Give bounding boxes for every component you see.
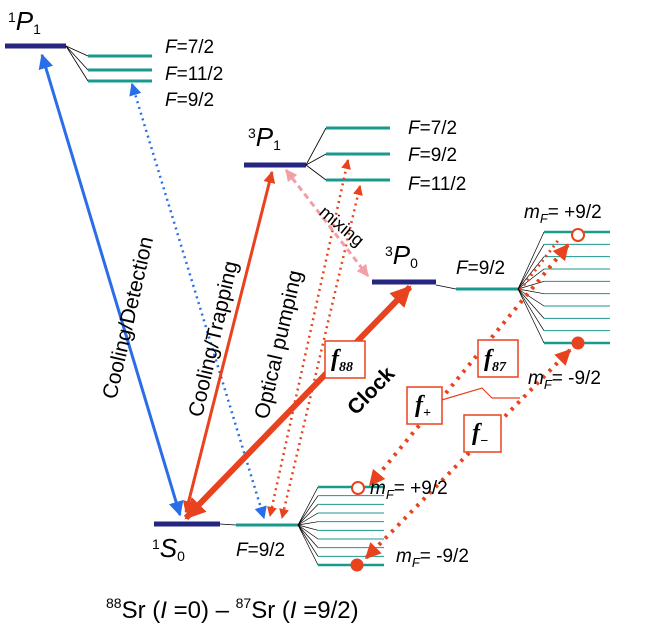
zeeman-p0-connector bbox=[517, 288, 545, 331]
F-label-1P1-a: F=7/2 bbox=[165, 37, 214, 58]
arrow-mixing bbox=[284, 169, 370, 277]
arrow-cooling-trapping bbox=[182, 170, 276, 514]
state-marker-s0-plus bbox=[351, 481, 365, 495]
hyperfine-3P1 bbox=[305, 127, 327, 181]
diagram-title: 88Sr (I =0) – 87Sr (I =9/2) bbox=[106, 595, 359, 624]
arrow-1P1-dotted bbox=[129, 82, 267, 520]
zeeman-s0-connector bbox=[297, 524, 319, 557]
label-cooling-trapping: Cooling/Trapping bbox=[184, 259, 242, 419]
F-label-1S0: F=9/2 bbox=[236, 540, 285, 561]
s0-connector bbox=[219, 523, 237, 526]
label-1P1: 1P1 bbox=[8, 6, 41, 37]
zeeman-s0-connector bbox=[297, 524, 319, 531]
label-3P0: 3P0 bbox=[385, 240, 418, 271]
fminus-label: f− bbox=[472, 420, 488, 449]
f88-box: f88 bbox=[324, 340, 366, 379]
arrow-fminus bbox=[364, 348, 572, 560]
F-label-3P0: F=9/2 bbox=[456, 258, 505, 279]
F-label-3P1-c: F=11/2 bbox=[408, 174, 466, 195]
mF-label-s0-plus: mF= +9/2 bbox=[370, 478, 448, 502]
f87-box: f87 bbox=[477, 339, 519, 378]
mF-label-p0-plus: mF= +9/2 bbox=[524, 202, 602, 226]
hyperfine-lines-3P1 bbox=[326, 126, 390, 182]
zeeman-s0-connector bbox=[297, 524, 319, 566]
label-cooling-detection: Cooling/Detection bbox=[98, 234, 158, 401]
hyperfine-1P1 bbox=[65, 45, 89, 82]
fminus-box: f− bbox=[463, 414, 502, 453]
zeeman-s0-connector bbox=[297, 495, 319, 526]
zeeman-s0-connector bbox=[297, 524, 319, 548]
mF-label-s0-minus: mF= -9/2 bbox=[396, 546, 469, 570]
F-label-3P1-b: F=9/2 bbox=[408, 145, 457, 166]
F-label-1P1-b: F=11/2 bbox=[165, 64, 223, 85]
zeeman-p0-connector bbox=[517, 268, 545, 290]
F-label-1P1-c: F=9/2 bbox=[165, 90, 214, 111]
hyperfine-lines-1P1 bbox=[88, 54, 152, 83]
label-3P1: 3P1 bbox=[248, 122, 281, 153]
p0-connector bbox=[435, 284, 457, 290]
f88-label: f88 bbox=[331, 346, 353, 375]
state-marker-p0-minus bbox=[571, 336, 585, 350]
state-marker-s0-minus bbox=[350, 558, 364, 572]
arrow-stub-upper bbox=[518, 237, 562, 291]
fplus-label: f+ bbox=[415, 392, 431, 421]
zeeman-p0-connector bbox=[517, 256, 545, 290]
f87-brace bbox=[434, 387, 520, 403]
zeeman-s0-connector bbox=[297, 524, 319, 540]
zeeman-s0-connector bbox=[297, 521, 319, 526]
label-1S0: 1S0 bbox=[152, 533, 185, 564]
state-marker-p0-plus bbox=[571, 228, 585, 242]
fplus-box: f+ bbox=[406, 386, 443, 425]
f87-label: f87 bbox=[484, 346, 507, 375]
arrow-cooling-detection bbox=[38, 53, 184, 517]
F-label-3P1-a: F=7/2 bbox=[408, 118, 457, 139]
mF-label-p0-minus: mF= -9/2 bbox=[528, 368, 601, 392]
